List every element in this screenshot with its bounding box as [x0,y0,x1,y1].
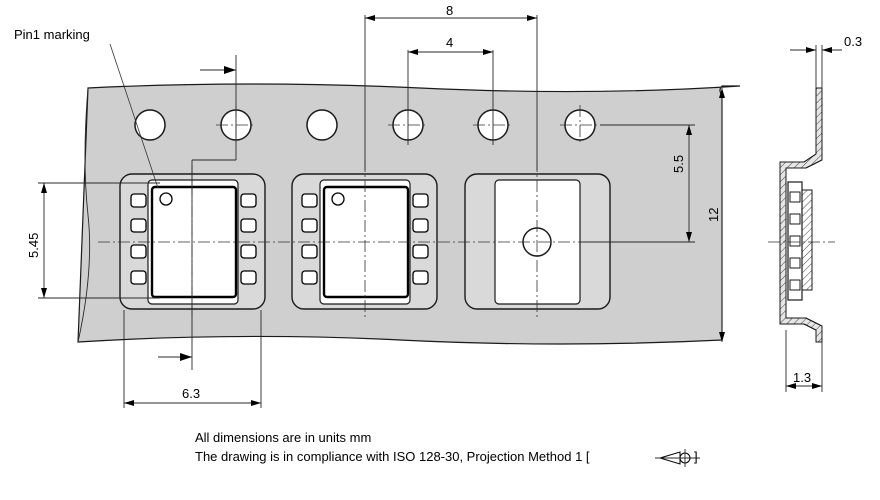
note-units: All dimensions are in units mm [195,430,372,445]
pins-left-1 [130,193,147,285]
dim-pin-offset [158,55,237,370]
pocket-2 [291,173,438,310]
dim-0-3-label: 0.3 [844,34,863,49]
dim-8-label: 8 [446,3,454,18]
dim-4 [407,49,494,145]
dim-5-45-label: 5.45 [26,232,41,258]
projection-symbol-icon [655,449,700,467]
pin1-leader [109,43,159,189]
pins-right-2 [412,193,429,285]
pin1-dot-2 [331,192,345,206]
note-iso: The drawing is in compliance with ISO 12… [195,449,590,464]
sprocket-hole-1 [134,109,166,141]
dim-12-label: 12 [706,207,721,222]
dim-6-3 [123,310,262,408]
dim-1-3-label: 1.3 [793,370,812,385]
pins-left-2 [301,193,318,285]
tape-left-edge [77,87,91,343]
dim-5-5-label: 5.5 [671,154,686,173]
dim-5-45 [38,182,160,299]
note-iso-end: ] [694,449,698,464]
dim-12 [719,88,725,342]
pins-right-1 [240,193,257,285]
pocket-1 [119,173,266,310]
dim-0-3 [790,45,842,88]
dim-6-3-label: 6.3 [182,386,201,401]
pocket-3 [464,173,611,310]
dim-1-3 [785,330,823,392]
sprocket-hole-3 [306,109,338,141]
dim-4-label: 4 [446,35,454,50]
dim-5-5 [580,124,695,243]
side-view [768,87,835,343]
pin1-dot [159,192,173,206]
dim-8 [364,15,538,170]
pin1-marking-label: Pin1 marking [14,27,90,42]
